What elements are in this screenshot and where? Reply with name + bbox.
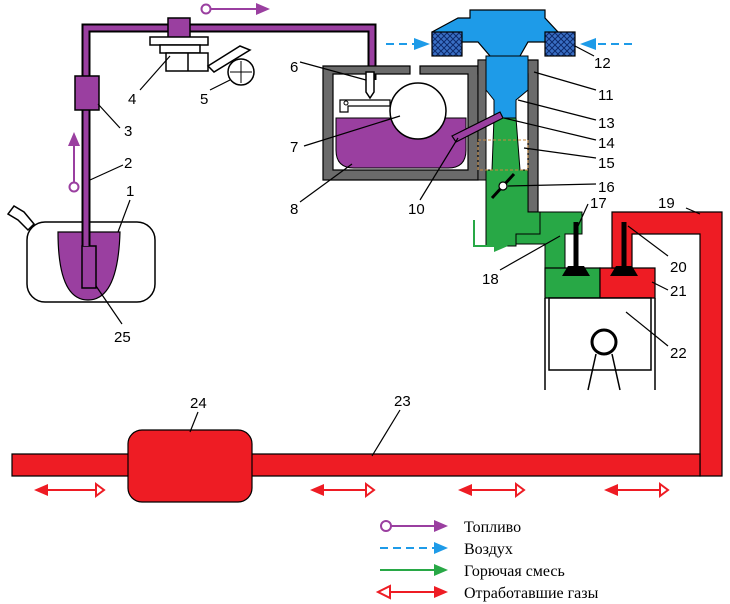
cylinder xyxy=(544,298,656,390)
legend-label-mixture: Горючая смесь xyxy=(464,563,565,580)
label-14: 14 xyxy=(598,135,615,152)
label-16: 16 xyxy=(598,179,615,196)
label-15: 15 xyxy=(598,155,615,172)
exhaust-pipe xyxy=(11,453,701,477)
exhaust-valve xyxy=(610,222,638,276)
legend-item-mixture: Горючая смесь xyxy=(380,563,565,580)
fuel-flow-arrow-side xyxy=(68,132,80,193)
label-13: 13 xyxy=(598,115,615,132)
label-3: 3 xyxy=(124,123,132,140)
part-labels: 1 2 3 4 5 6 7 8 10 11 12 13 14 15 16 17 … xyxy=(114,55,687,412)
label-21: 21 xyxy=(670,283,687,300)
exhaust-flow-arrows xyxy=(34,482,670,498)
label-11: 11 xyxy=(598,87,614,104)
needle-valve xyxy=(365,71,375,100)
label-7: 7 xyxy=(290,139,298,156)
air-filter-element-left xyxy=(431,31,463,57)
legend-label-fuel: Топливо xyxy=(464,519,521,536)
fuel-flow-arrow-top xyxy=(200,3,270,15)
diffuser xyxy=(485,55,529,119)
label-5: 5 xyxy=(200,91,208,108)
air-flow-arrow-right xyxy=(580,38,632,50)
legend-item-fuel: Топливо xyxy=(380,519,521,536)
air-flow-arrow-left xyxy=(386,38,430,50)
legend-label-air: Воздух xyxy=(464,541,513,558)
air-filter-housing xyxy=(431,9,559,75)
label-10: 10 xyxy=(408,201,425,218)
label-17: 17 xyxy=(590,195,607,212)
float xyxy=(389,82,447,140)
piston xyxy=(548,297,652,391)
air-filter-element-right xyxy=(544,31,576,57)
fuel-filter xyxy=(74,75,100,111)
leader-lines xyxy=(89,45,701,457)
legend-label-exhaust: Отработавшие газы xyxy=(464,585,599,602)
legend-item-air: Воздух xyxy=(380,541,513,558)
label-18: 18 xyxy=(482,271,499,288)
intake-valve xyxy=(562,222,590,276)
label-8: 8 xyxy=(290,201,298,218)
mixture-flow-arrow xyxy=(473,220,508,252)
label-2: 2 xyxy=(124,155,132,172)
muffler xyxy=(127,429,253,503)
label-19: 19 xyxy=(658,195,675,212)
label-22: 22 xyxy=(670,345,687,362)
throttle-valve xyxy=(490,172,516,200)
fuel-intake-filter xyxy=(81,245,97,289)
label-1: 1 xyxy=(126,183,134,200)
pump-cam xyxy=(227,58,255,86)
legend: Топливо Воздух Горючая смесь Отработавши… xyxy=(375,519,599,602)
label-23: 23 xyxy=(394,393,411,410)
label-4: 4 xyxy=(128,91,136,108)
label-6: 6 xyxy=(290,59,298,76)
cylinder-head xyxy=(544,267,656,299)
label-24: 24 xyxy=(190,395,207,412)
label-20: 20 xyxy=(670,259,687,276)
label-25: 25 xyxy=(114,329,131,346)
fuel-jet xyxy=(451,111,504,143)
legend-item-exhaust: Отработавшие газы xyxy=(375,584,599,602)
label-12: 12 xyxy=(594,55,611,72)
fuel-pump xyxy=(149,17,252,73)
